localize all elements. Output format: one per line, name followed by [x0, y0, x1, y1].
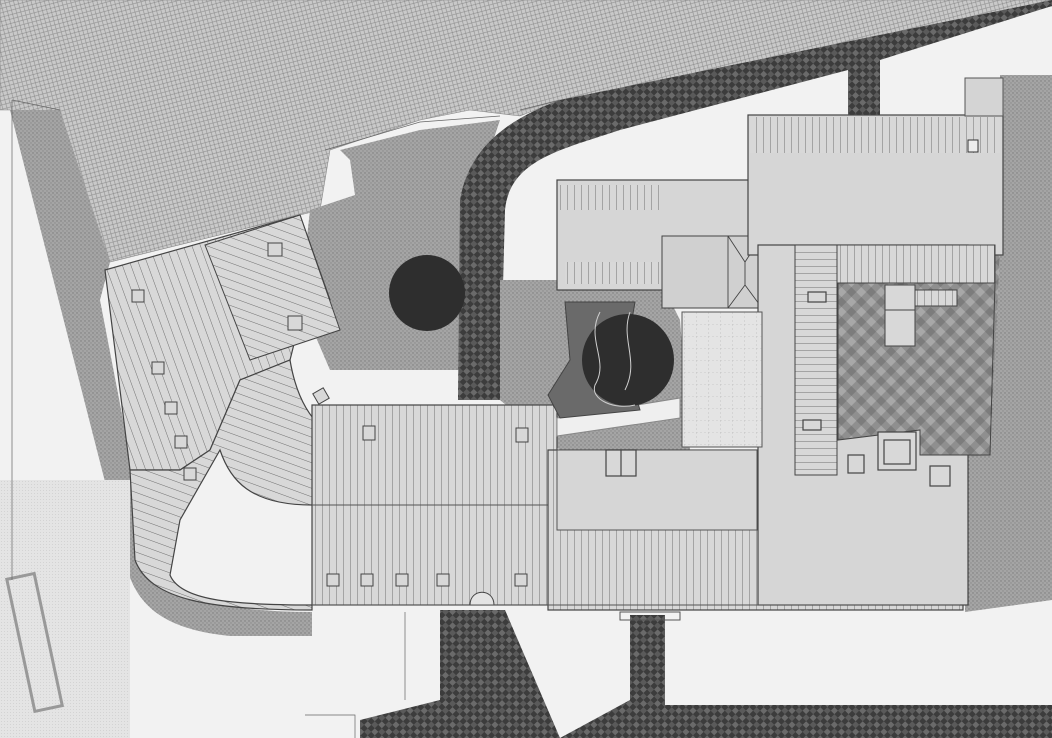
courtyard-stair: [914, 289, 958, 307]
dark-path-north: [458, 0, 1052, 400]
east-block-ridge-west: [794, 244, 838, 476]
southwest-ground: [0, 480, 130, 738]
west-wall-line: [11, 99, 61, 580]
dark-path-south: [360, 610, 1052, 738]
courtyard-skylight-1: [884, 284, 916, 311]
southwest-bench: [5, 571, 65, 714]
northeast-block-ridge: [750, 117, 1000, 153]
central-block-annex: [661, 235, 763, 309]
tree-central-courtyard: [582, 314, 674, 406]
tower-ne: [964, 77, 1004, 117]
west-dotted-strip: [10, 110, 312, 636]
south-fence-line: [305, 612, 406, 738]
south-edge-line: [312, 604, 960, 621]
east-pavement: [965, 75, 1052, 612]
walkway-strip: [556, 397, 681, 437]
central-grid-courtyard: [681, 311, 763, 448]
chimney-ne: [967, 139, 979, 153]
north-wall-line: [324, 99, 561, 151]
dormers-south: [326, 573, 528, 587]
south-central-flat: [556, 449, 758, 531]
east-courtyard-inner: [837, 282, 996, 456]
central-block-strip: [565, 262, 660, 284]
dormers-east: [605, 291, 951, 487]
west-wing-inner-roof: [204, 214, 341, 361]
courtyard-skylight-2: [884, 309, 916, 347]
tree-north-courtyard: [389, 255, 465, 331]
tree-canopy-contour: [593, 311, 636, 407]
central-block-ridge: [560, 185, 660, 210]
dormers-west: [131, 242, 529, 481]
